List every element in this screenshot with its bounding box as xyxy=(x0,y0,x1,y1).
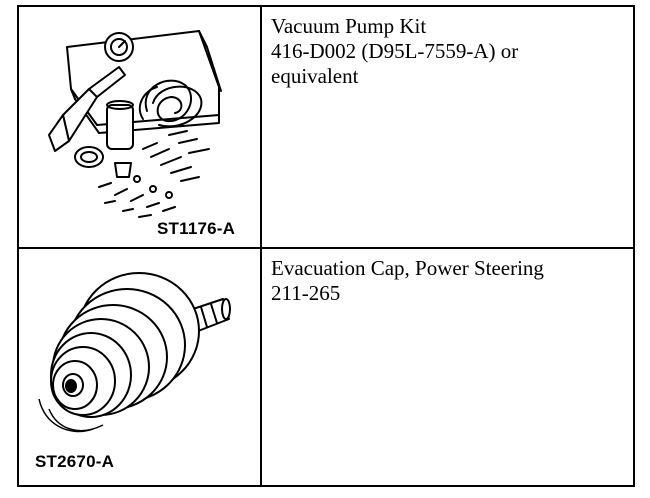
figure-label: ST2670-A xyxy=(35,452,115,471)
tool-illustration-cell: ST1176-A xyxy=(17,5,262,249)
special-tools-table: ST1176-A Vacuum Pump Kit 416-D002 (D95L-… xyxy=(17,5,635,487)
tool-description-cell: Vacuum Pump Kit 416-D002 (D95L-7559-A) o… xyxy=(260,5,635,249)
vacuum-pump-kit-illustration xyxy=(48,30,222,218)
tool-name: Vacuum Pump Kit xyxy=(271,14,427,38)
tool-description: Evacuation Cap, Power Steering 211-265 xyxy=(262,249,633,306)
tool-description: Vacuum Pump Kit 416-D002 (D95L-7559-A) o… xyxy=(262,7,633,89)
tool-number: 211-265 xyxy=(271,281,341,305)
figure-label: ST1176-A xyxy=(157,219,236,238)
tool-note: equivalent xyxy=(271,64,359,88)
table-row: ST2670-A Evacuation Cap, Power Steering … xyxy=(17,247,635,487)
tool-illustration-cell: ST2670-A xyxy=(17,247,262,487)
tool-description-cell: Evacuation Cap, Power Steering 211-265 xyxy=(260,247,635,487)
tool-name: Evacuation Cap, Power Steering xyxy=(271,256,544,280)
tool-number: 416-D002 (D95L-7559-A) or xyxy=(271,39,519,63)
evacuation-cap-illustration xyxy=(38,272,231,433)
table-row: ST1176-A Vacuum Pump Kit 416-D002 (D95L-… xyxy=(17,5,635,249)
